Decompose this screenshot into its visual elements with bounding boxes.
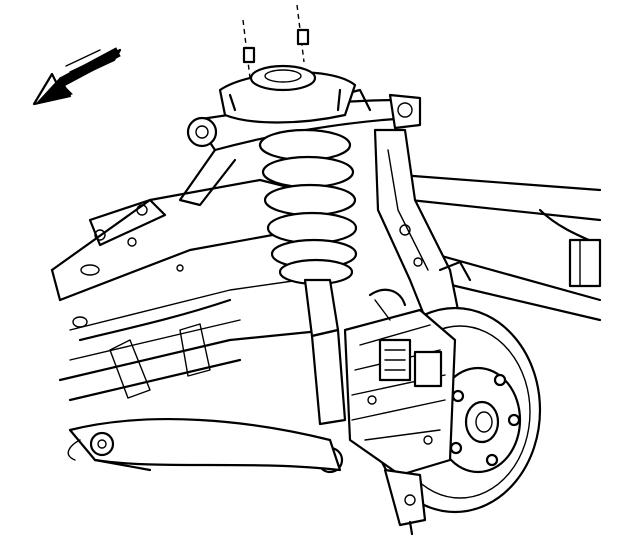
mount-studs bbox=[242, 4, 310, 79]
shock-absorber bbox=[303, 278, 347, 474]
steering-knuckle bbox=[373, 93, 472, 332]
front-arrow-icon bbox=[32, 47, 122, 106]
lower-control-arm bbox=[67, 418, 342, 472]
coil-spring bbox=[258, 128, 358, 286]
lower-ball-joint bbox=[383, 468, 427, 536]
wheel-studs bbox=[449, 373, 521, 467]
frame-crossmember bbox=[50, 178, 332, 402]
frame-rail-right bbox=[398, 173, 602, 322]
strut-mount bbox=[218, 64, 357, 124]
brake-caliper bbox=[343, 288, 457, 477]
